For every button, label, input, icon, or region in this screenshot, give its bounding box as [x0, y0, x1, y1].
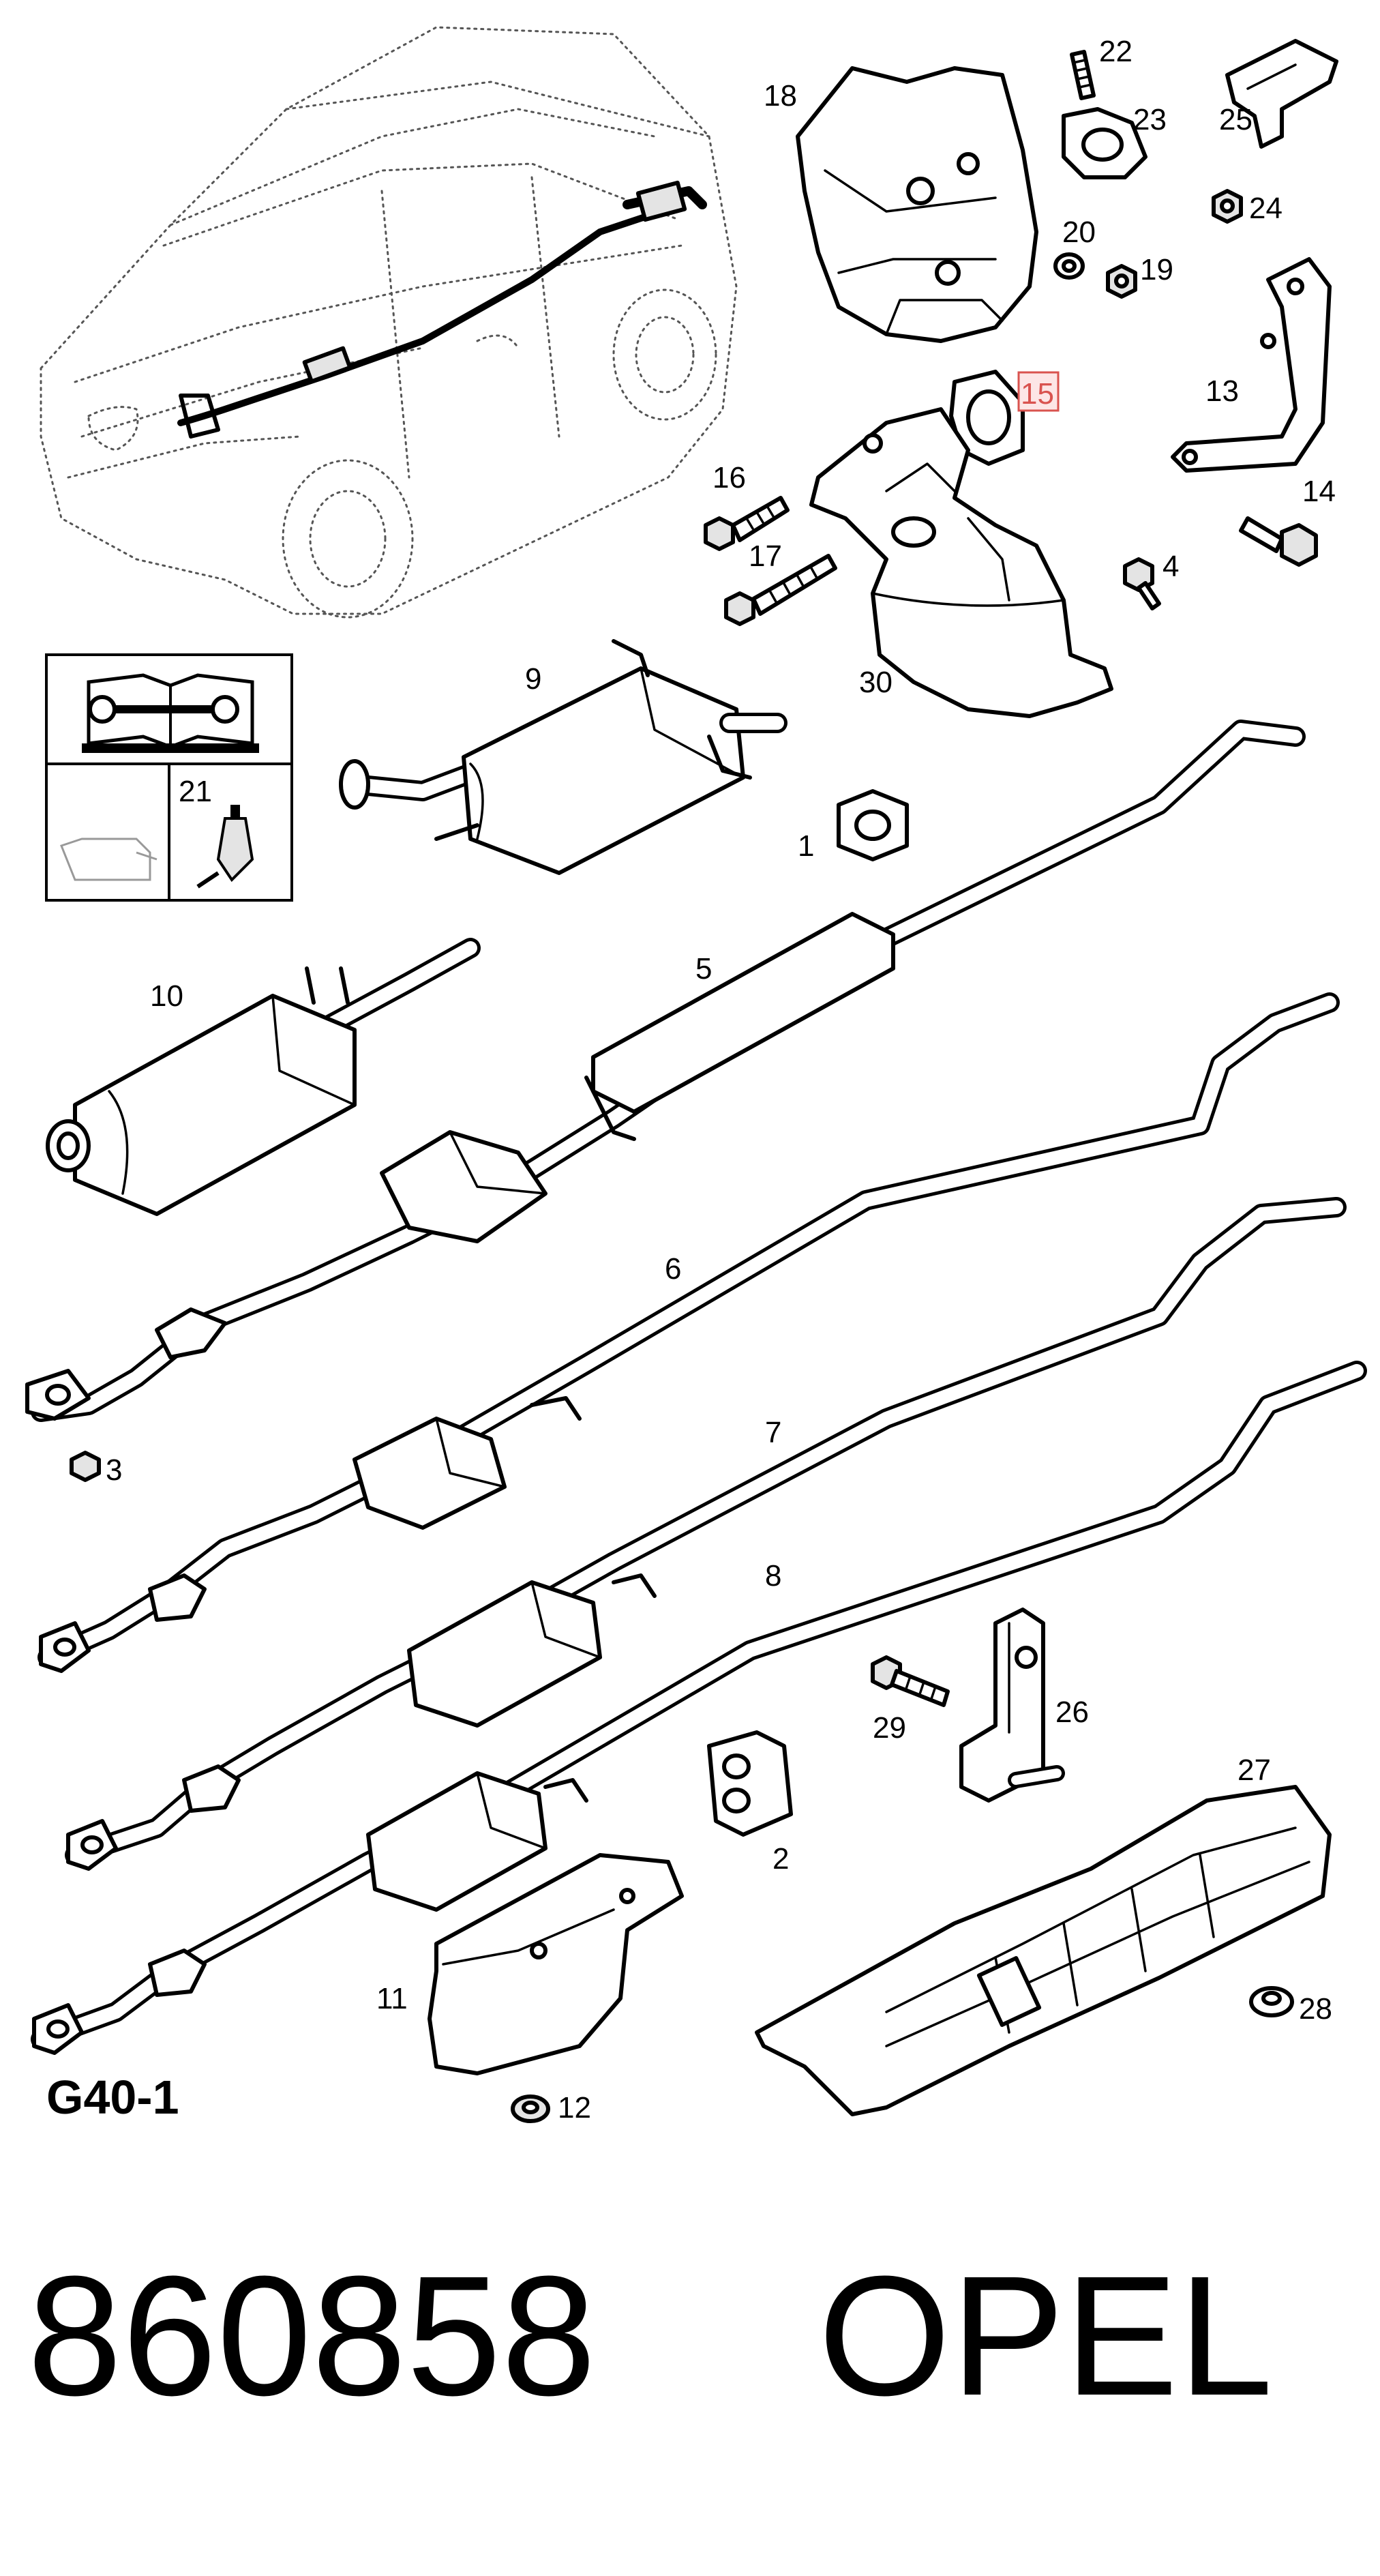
part-30-catalytic-manifold	[809, 407, 1113, 718]
callout-19: 19	[1140, 253, 1173, 286]
part-number: 860858	[27, 2240, 597, 2431]
part-15-gasket	[949, 370, 1025, 466]
part-16-bolt	[704, 496, 790, 551]
callout-24: 24	[1249, 192, 1282, 225]
part-4-bolt	[1123, 557, 1161, 610]
part-2-rubber-mount	[707, 1730, 793, 1837]
callout-7: 7	[765, 1416, 781, 1449]
callout-1: 1	[798, 829, 814, 863]
part-22-stud	[1070, 50, 1096, 100]
callout-21: 21	[179, 775, 212, 808]
callout-30: 30	[859, 666, 892, 699]
part-14-bolt	[1239, 516, 1318, 567]
callout-17: 17	[749, 539, 782, 573]
callout-15-box	[1017, 371, 1060, 412]
part-11-heat-shield	[427, 1853, 684, 2075]
vehicle-outline	[40, 26, 738, 619]
part-23-gasket	[1062, 107, 1148, 179]
part-28-clip	[1249, 1986, 1294, 2017]
part-17-bolt	[724, 554, 837, 626]
callout-27: 27	[1238, 1753, 1271, 1787]
callout-labels: 18 22 23 25 24 20 19 13 15 16 14 17 4 9 …	[106, 35, 1336, 2125]
callout-26: 26	[1055, 1696, 1089, 1729]
callout-5: 5	[695, 952, 712, 986]
part-3-nut	[70, 1451, 101, 1482]
part-8-front-pipe	[31, 1361, 1367, 2055]
callout-25: 25	[1219, 103, 1252, 136]
part-6-front-pipe	[38, 992, 1340, 1673]
part-7-front-pipe	[65, 1197, 1347, 1871]
callout-6: 6	[665, 1252, 681, 1286]
part-5-exhaust-pipe	[25, 720, 1306, 1422]
callout-13: 13	[1205, 374, 1239, 408]
callout-18: 18	[764, 79, 797, 113]
brand-name: OPEL	[818, 2240, 1273, 2431]
part-29-bolt	[871, 1655, 950, 1707]
callout-3: 3	[106, 1453, 122, 1487]
part-9-rear-silencer	[339, 639, 787, 875]
callout-16: 16	[712, 461, 746, 494]
callout-20: 20	[1062, 216, 1096, 249]
callout-9: 9	[525, 662, 541, 696]
part-20-washer	[1053, 252, 1085, 280]
callout-4: 4	[1162, 550, 1179, 583]
callout-11: 11	[376, 1982, 408, 2015]
service-manual-icon-box	[45, 653, 293, 902]
part-24-nut	[1212, 189, 1243, 224]
callout-15: 15	[1021, 377, 1054, 411]
part-21-oil-can-icon	[196, 805, 254, 889]
callout-10: 10	[150, 979, 183, 1013]
callout-23: 23	[1133, 103, 1167, 136]
part-27-underbody-heat-shield	[755, 1785, 1332, 2116]
callout-8: 8	[765, 1559, 781, 1593]
part-19-bolt	[1106, 264, 1137, 299]
callout-29: 29	[873, 1711, 906, 1745]
part-1-gasket	[837, 789, 909, 861]
diagram-page-id: G40-1	[46, 2071, 179, 2124]
part-12-nut	[511, 2094, 550, 2123]
part-18-heat-shield	[796, 66, 1038, 343]
callout-28: 28	[1299, 1992, 1332, 2026]
callout-12: 12	[558, 2091, 591, 2125]
part-26-hanger-bracket	[959, 1608, 1065, 1803]
callout-2: 2	[772, 1842, 789, 1876]
part-10-silencer	[46, 938, 481, 1216]
part-13-bracket	[1171, 257, 1332, 473]
book-wrench-icon	[82, 673, 259, 753]
engine-oil-icon	[60, 838, 158, 881]
part-25-clip	[1225, 39, 1338, 149]
callout-22: 22	[1099, 35, 1132, 68]
callout-14: 14	[1302, 475, 1336, 508]
